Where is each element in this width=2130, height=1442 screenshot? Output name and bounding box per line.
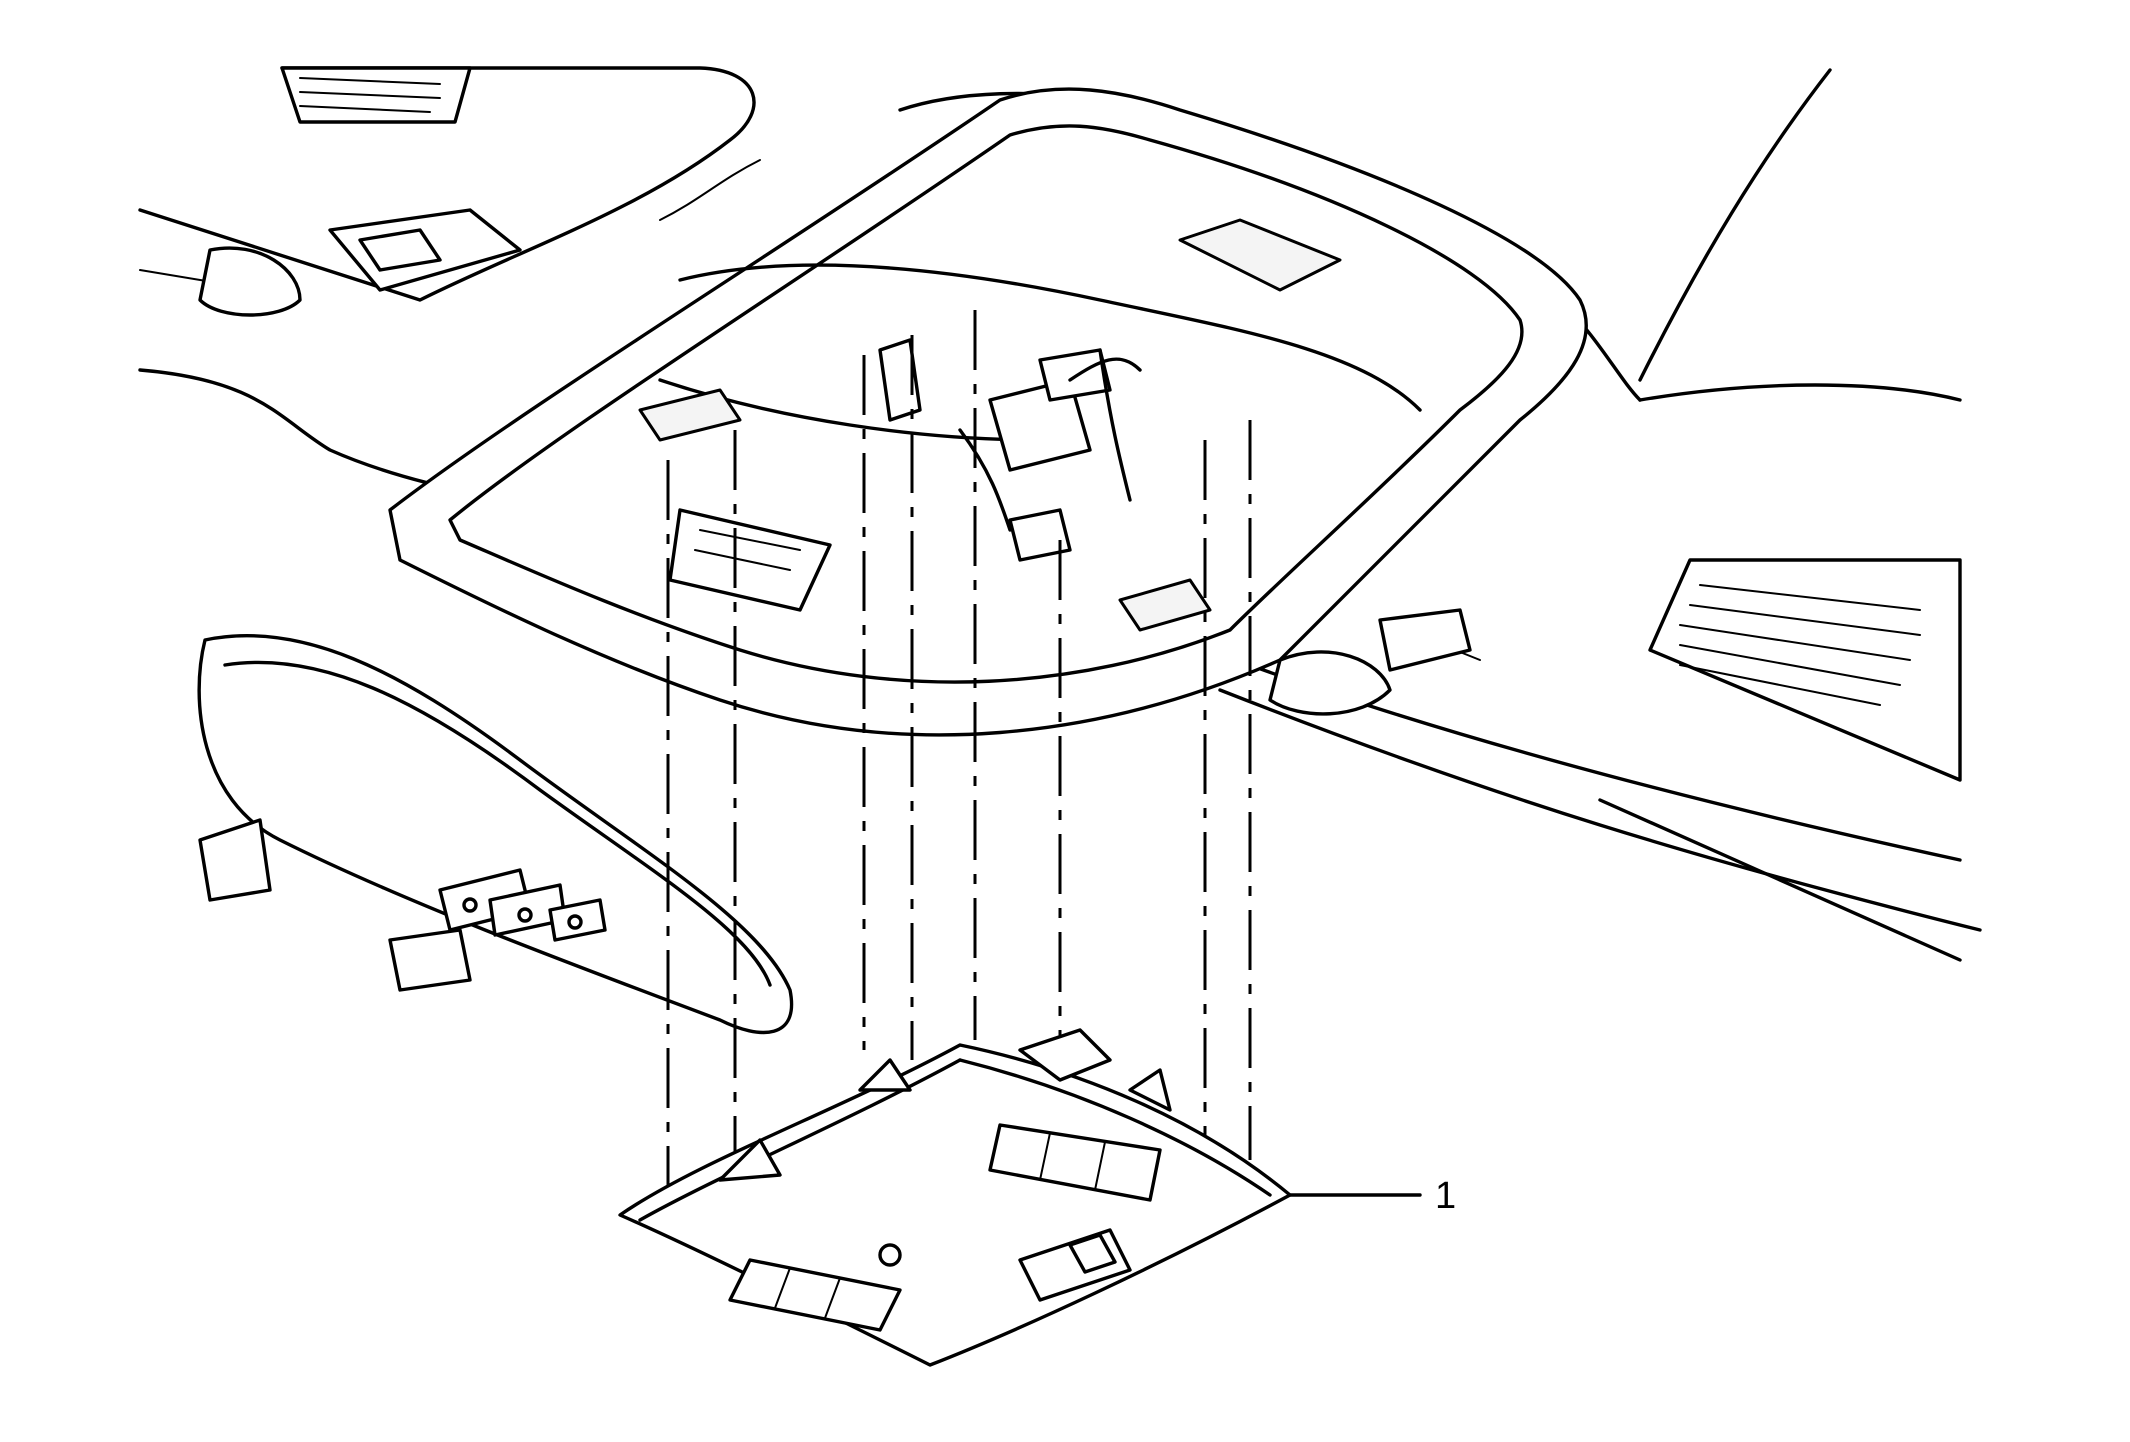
overhead-console xyxy=(618,1028,1292,1367)
grab-handle-right xyxy=(1268,608,1472,716)
wiring-harness xyxy=(878,338,1142,562)
callout-1-label: 1 xyxy=(1435,1175,1456,1217)
sun-visor-label-right xyxy=(1648,558,1962,782)
callout-1: 1 xyxy=(1288,1175,1456,1217)
sun-visor-label-left xyxy=(280,66,472,124)
alignment-lines xyxy=(666,310,1252,1190)
console-opening xyxy=(388,87,1588,737)
grab-handle-left xyxy=(198,208,522,317)
rear-view-mirror xyxy=(197,633,794,1035)
